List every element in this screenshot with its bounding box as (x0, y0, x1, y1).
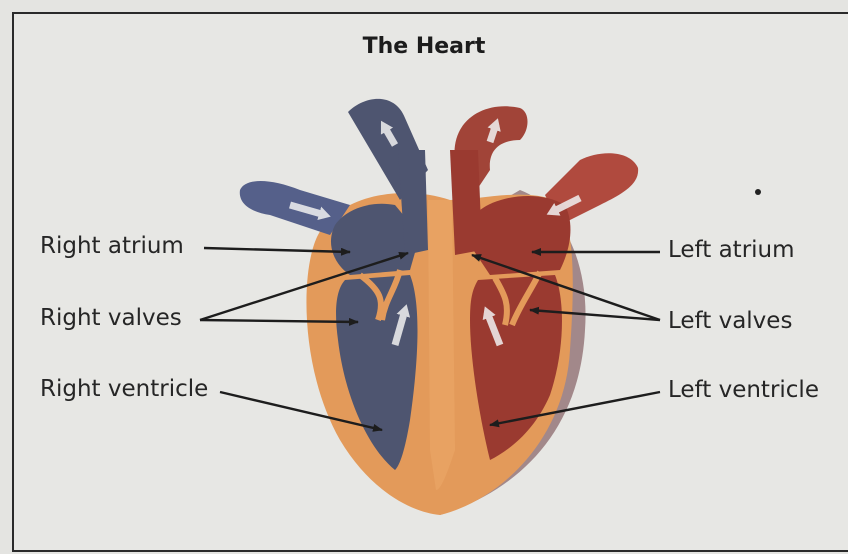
left-vessel-channel (450, 150, 482, 255)
label-left-atrium: Left atrium (668, 237, 795, 263)
label-right-atrium: Right atrium (40, 233, 184, 259)
label-left-valves: Left valves (668, 308, 792, 334)
label-right-ventricle: Right ventricle (40, 376, 208, 402)
label-left-ventricle: Left ventricle (668, 377, 819, 403)
septum (428, 200, 455, 490)
dot-mark (755, 189, 761, 195)
label-right-valves: Right valves (40, 305, 182, 331)
